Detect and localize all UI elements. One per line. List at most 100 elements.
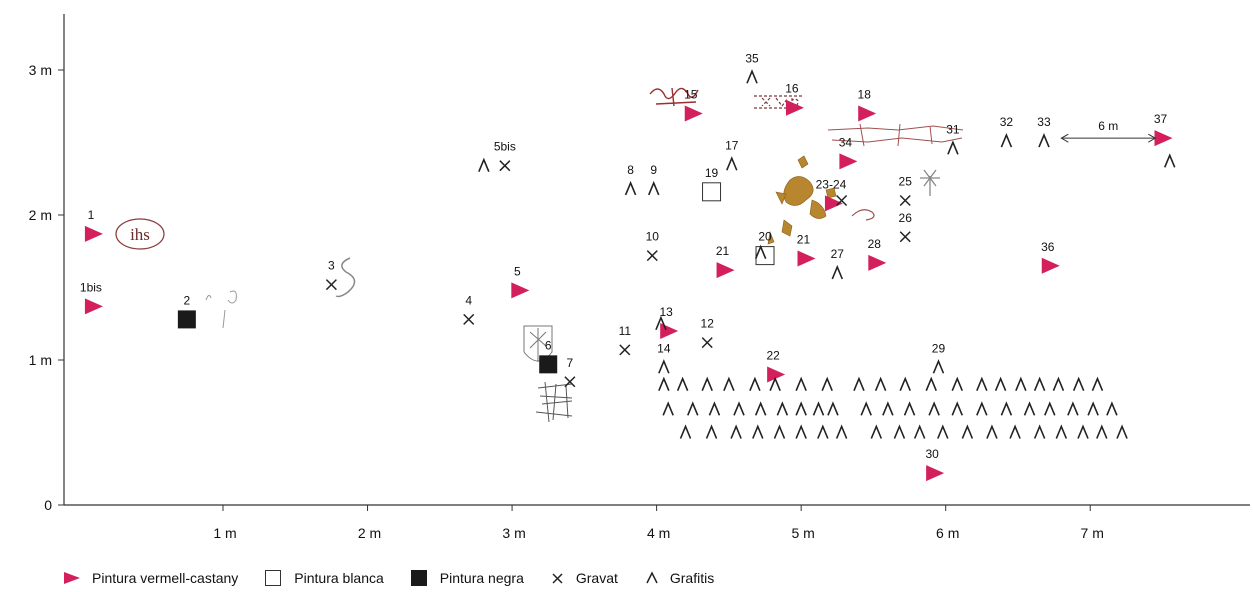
- graffiti-row-caret: [795, 424, 807, 439]
- legend-label-white-paint: Pintura blanca: [294, 570, 384, 586]
- graffiti-row-caret: [1096, 424, 1108, 439]
- graffiti-caret: [776, 401, 789, 416]
- mark-5bis: [478, 157, 511, 173]
- graffiti-caret: [1116, 424, 1128, 439]
- graffiti-row-caret: [723, 376, 735, 391]
- mark-label: 16: [785, 82, 799, 96]
- arrow-left-icon: [1060, 133, 1069, 143]
- graffiti-row-caret: [733, 401, 745, 416]
- graffiti-caret: [708, 401, 721, 416]
- mark-28: [868, 254, 887, 271]
- graffiti-caret: [679, 424, 692, 439]
- graffiti-caret: [701, 376, 713, 391]
- engraving-cross: [619, 344, 631, 356]
- graffiti-row-caret: [1044, 401, 1056, 416]
- graffiti-caret: [754, 244, 767, 260]
- graffiti-caret: [893, 424, 906, 439]
- mark-label: 18: [858, 88, 872, 102]
- y-tick-label: 1 m: [29, 352, 52, 368]
- mark-label: 3: [328, 259, 335, 273]
- black-paint-square: [539, 355, 558, 374]
- graffiti-caret: [986, 424, 998, 439]
- x-tick-label: 4 m: [647, 525, 670, 541]
- graffiti-caret: [1091, 376, 1104, 391]
- mark-3: [325, 279, 337, 291]
- graffiti-row-caret: [986, 424, 998, 439]
- graffiti-caret: [647, 180, 660, 196]
- mark-label: 1: [88, 208, 95, 222]
- red-paint-triangle: [797, 250, 816, 267]
- red-paint-triangle: [824, 195, 843, 212]
- engraving-cross: [899, 194, 911, 207]
- graffiti-caret: [1000, 401, 1013, 416]
- swirl-sketch: [851, 209, 875, 221]
- mark-35: [746, 69, 758, 84]
- graffiti-caret: [870, 424, 883, 439]
- graffiti-caret: [874, 376, 887, 391]
- graffiti-caret: [928, 401, 940, 416]
- black-paint-square: [177, 310, 196, 329]
- red-paint-triangle: [767, 366, 786, 383]
- scratch-patch: [535, 381, 573, 423]
- graffiti-row-caret: [701, 376, 713, 391]
- graffiti-caret: [947, 140, 959, 155]
- mark-label: 30: [925, 447, 939, 461]
- mark-4: [463, 313, 475, 325]
- graffiti-caret: [658, 359, 670, 374]
- graffiti-row-caret: [882, 401, 894, 416]
- graffiti-caret: [1015, 376, 1027, 391]
- tree-figure: [920, 169, 940, 196]
- graffiti-row-caret: [853, 376, 865, 391]
- graffiti-caret: [676, 376, 689, 391]
- graffiti-row-caret: [687, 401, 699, 416]
- mark-label: 27: [831, 247, 845, 261]
- graffiti-row-caret: [937, 424, 949, 439]
- graffiti-caret: [795, 424, 807, 439]
- y-tick-label: 0: [44, 497, 52, 513]
- x-tick-label: 3 m: [502, 525, 525, 541]
- graffiti-caret: [1163, 153, 1176, 168]
- graffiti-caret: [752, 424, 764, 439]
- mark-label: 12: [701, 317, 715, 331]
- graffiti-row-caret: [1009, 424, 1021, 439]
- mark-29: [932, 359, 945, 374]
- engraving-cross: [499, 160, 511, 172]
- mark-label: 22: [766, 349, 780, 363]
- graffiti-caret: [899, 376, 911, 391]
- mark-label: 6: [545, 338, 552, 352]
- mark-31: [947, 140, 959, 155]
- graffiti-caret: [937, 424, 949, 439]
- mark-10: [646, 250, 658, 262]
- graffiti-row-caret: [773, 424, 786, 439]
- y-tick-label: 3 m: [29, 62, 52, 78]
- legend-label-engraving: Gravat: [575, 570, 618, 586]
- red-paint-triangle: [839, 153, 858, 170]
- mark-label: 5: [514, 264, 521, 278]
- mark-12: [701, 337, 713, 349]
- engraving-cross: [646, 250, 658, 262]
- mark-9: [647, 180, 660, 196]
- graffiti-caret: [821, 376, 833, 391]
- mark-label: 1bis: [80, 280, 102, 294]
- x-tick-label: 7 m: [1081, 525, 1104, 541]
- graffiti-row-caret: [817, 424, 829, 439]
- graffiti-row-caret: [1033, 424, 1046, 439]
- graffiti-caret: [932, 359, 945, 374]
- sketch-layer: ihs: [115, 87, 964, 423]
- mark-label: 25: [899, 175, 913, 189]
- mark-22: [767, 366, 786, 383]
- graffiti-row-caret: [961, 424, 974, 439]
- graffiti-caret: [769, 376, 781, 391]
- mark-7: [564, 376, 576, 388]
- graffiti-caret: [723, 376, 735, 391]
- distance-label: 6 m: [1098, 119, 1118, 133]
- mark-label: 17: [725, 138, 739, 152]
- graffiti-caret: [705, 424, 718, 439]
- graffiti-row-caret: [705, 424, 718, 439]
- mark-25: [899, 194, 911, 207]
- graffiti-caret: [687, 401, 699, 416]
- mark-label: 19: [705, 166, 719, 180]
- graffiti-caret: [733, 401, 745, 416]
